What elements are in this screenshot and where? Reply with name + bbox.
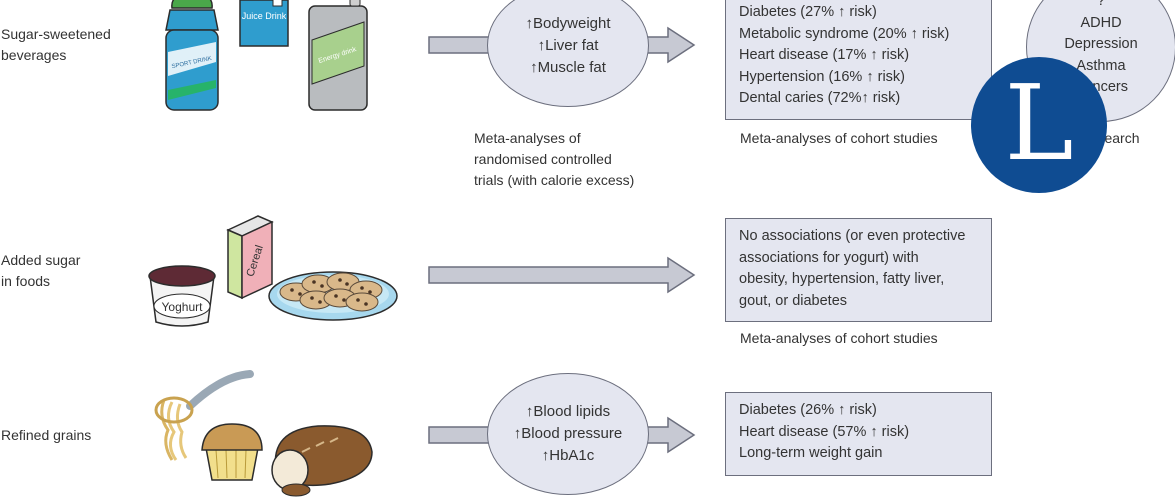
yoghurt-cup-icon: Yoghurt: [148, 265, 216, 327]
bread-loaf-icon: [271, 425, 373, 497]
outcome-item: gout, or diabetes: [739, 292, 848, 309]
row-label-added-sugar-in-foods: Added sugar in foods: [1, 252, 81, 289]
mediator-item: ↑Muscle fat: [530, 58, 606, 76]
mediator-item: ↑Bodyweight: [525, 14, 611, 32]
cookie-plate-icon: [268, 271, 398, 321]
arrow-grains-right: [646, 416, 696, 454]
juice-drink-text: Juice Drink: [242, 11, 287, 21]
outcomes-caption-added-sugar: Meta-analyses of cohort studies: [740, 330, 938, 346]
arrow-beverages-right: [646, 26, 696, 64]
sport-drink-bottle-icon: SPORT DRINK: [165, 0, 219, 111]
outcomes-caption-beverages: Meta-analyses of cohort studies: [740, 130, 938, 146]
arrow-added-sugar: [428, 256, 696, 294]
mediator-item: ↑HbA1c: [541, 447, 595, 464]
row-label-refined-grains: Refined grains: [1, 427, 92, 443]
journal-logo: L: [971, 57, 1107, 193]
outcome-item: associations for yogurt) with: [739, 249, 919, 266]
other-outcome-item: ADHD: [1080, 14, 1122, 31]
outcomes-box-beverages: Diabetes (27% ↑ risk) Metabolic syndrome…: [725, 0, 992, 120]
outcome-item: No associations (or even protective: [739, 228, 966, 244]
mediator-item: ↑Liver fat: [537, 36, 599, 54]
outcome-item: Diabetes (26% ↑ risk): [739, 402, 877, 418]
other-outcome-item: Asthma: [1076, 57, 1126, 74]
outcome-item: Diabetes (27% ↑ risk): [739, 4, 877, 20]
mediator-ellipse-grains: ↑Blood lipids ↑Blood pressure ↑HbA1c: [487, 373, 649, 495]
pasta-fork-icon: [154, 370, 254, 461]
journal-logo-letter: L: [1004, 62, 1074, 184]
mediator-ellipse-beverages: ↑Bodyweight ↑Liver fat ↑Muscle fat: [487, 0, 649, 107]
outcomes-box-added-sugar: No associations (or even protective asso…: [725, 218, 992, 322]
food-illustrations: SPORT DRINK Juice Drink Energy drink Cer…: [148, 0, 398, 497]
outcome-item: Metabolic syndrome (20% ↑ risk): [739, 25, 950, 42]
outcomes-box-grains: Diabetes (26% ↑ risk) Heart disease (57%…: [725, 392, 992, 476]
mediator-item: ↑Blood pressure: [513, 425, 623, 442]
outcome-item: Dental caries (72%↑ risk): [739, 90, 901, 106]
outcome-item: Long-term weight gain: [739, 445, 883, 461]
mediator-item: ↑Blood lipids: [525, 403, 611, 420]
row-label-sugar-sweetened-beverages: Sugar-sweetened beverages: [1, 26, 111, 63]
mediator-caption-beverages: Meta-analyses of randomised controlled t…: [474, 130, 635, 188]
outcome-item: Heart disease (57% ↑ risk): [739, 423, 910, 440]
other-outcome-item: Depression: [1064, 36, 1138, 52]
juice-carton-icon: Juice Drink: [239, 0, 289, 47]
muffin-icon: [201, 423, 263, 481]
yoghurt-text: Yoghurt: [162, 300, 204, 314]
outcome-item: Hypertension (16% ↑ risk): [739, 68, 905, 85]
other-outcome-item: ?: [1096, 0, 1106, 9]
outcome-item: obesity, hypertension, fatty liver,: [739, 271, 945, 287]
energy-drink-can-icon: Energy drink: [308, 0, 368, 111]
outcome-item: Heart disease (17% ↑ risk): [739, 47, 910, 63]
cereal-box-icon: Cereal: [226, 215, 274, 300]
